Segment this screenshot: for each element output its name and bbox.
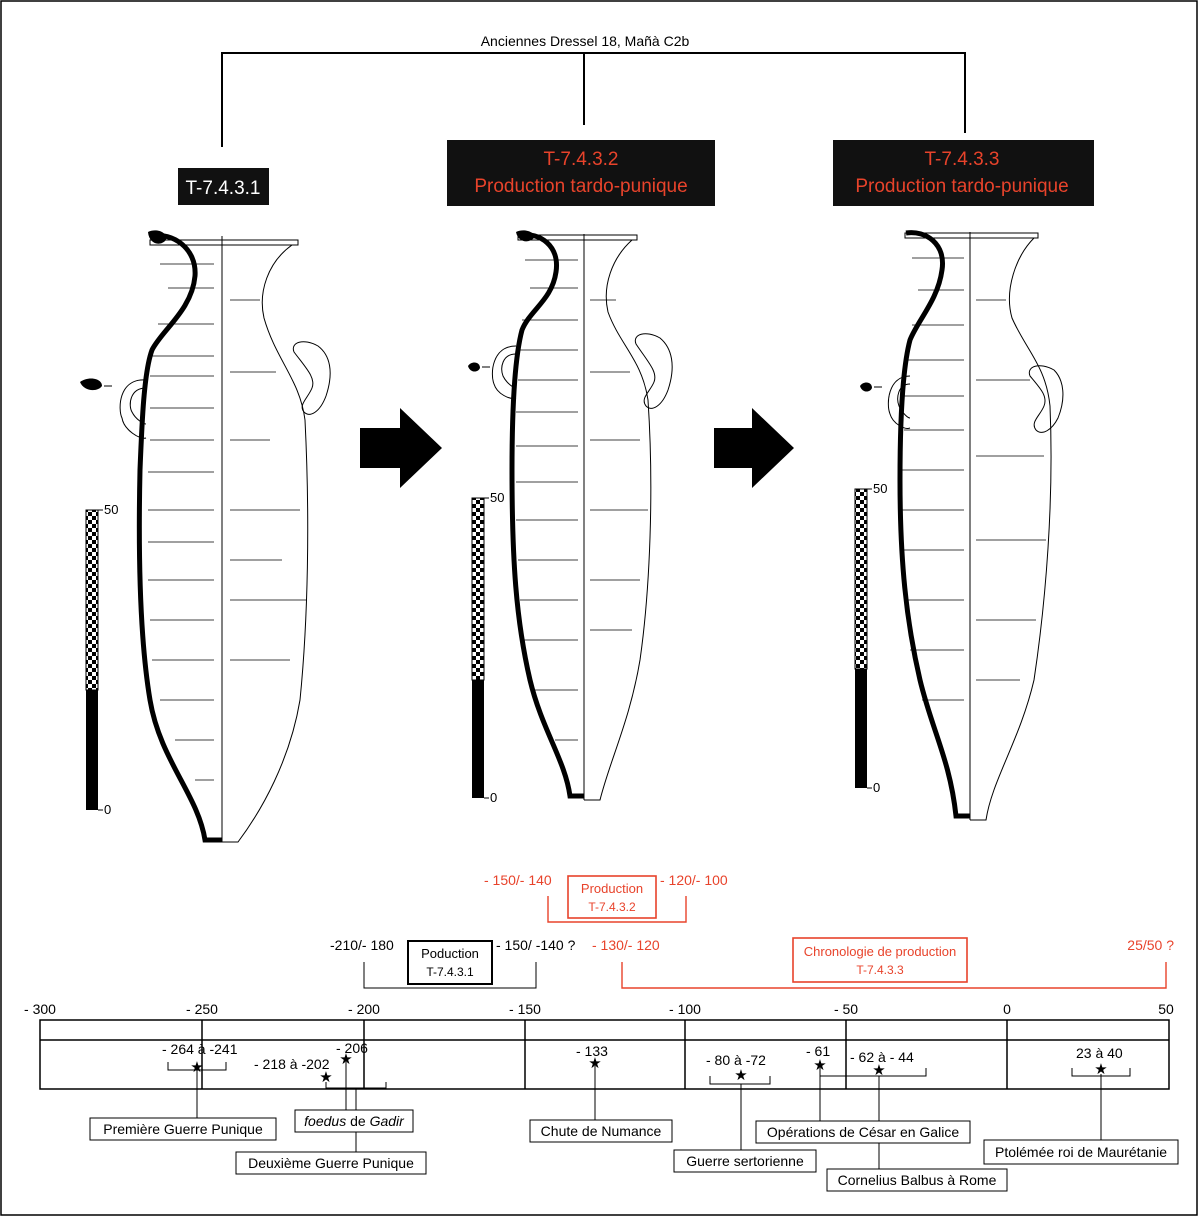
timeline: - 300 - 250 - 200 - 150 - 100 - 50 0 50	[24, 1001, 1174, 1090]
event-label-cornelius-balbus: Cornelius Balbus à Rome	[838, 1172, 997, 1188]
tick-label: 0	[1003, 1001, 1011, 1017]
event-date: - 206	[336, 1040, 368, 1056]
events: - 264 à -241 ★ - 218 à -202 ★ - 206 ★ - …	[162, 1040, 1131, 1170]
event-label-guerre-sertorienne: Guerre sertorienne	[686, 1153, 804, 1169]
group-bracket	[221, 52, 966, 147]
tick-label: - 200	[348, 1001, 380, 1017]
scale-bar-1: 50 0	[85, 502, 118, 817]
event-label-deuxieme-guerre-punique: Deuxième Guerre Punique	[248, 1155, 414, 1171]
production-t1-label2: T-7.4.3.1	[426, 965, 474, 979]
production-t1-end: - 150/ -140 ?	[496, 937, 576, 953]
scale-3-bottom: 0	[873, 780, 880, 795]
event-date: - 61	[806, 1043, 830, 1059]
tick-label: - 300	[24, 1001, 56, 1017]
event-label-operations-cesar: Opérations de César en Galice	[767, 1124, 959, 1140]
type-label-1: T-7.4.3.1	[178, 168, 269, 205]
type-code-3: T-7.4.3.3	[925, 149, 1000, 170]
event-date: - 218 à -202	[254, 1056, 330, 1072]
scale-1-top: 50	[104, 502, 118, 517]
star-icon: ★	[190, 1059, 203, 1076]
arrow-right-icon	[360, 408, 442, 488]
production-t1-label1: Poduction	[421, 946, 479, 961]
tick-label: - 150	[509, 1001, 541, 1017]
event-label-premiere-guerre-punique: Première Guerre Punique	[103, 1121, 263, 1137]
production-t3-label2: T-7.4.3.3	[856, 963, 904, 977]
star-icon: ★	[1094, 1061, 1107, 1078]
production-t1: -210/- 180 - 150/ -140 ? Poduction T-7.4…	[330, 937, 576, 989]
type-label-2: T-7.4.3.2 Production tardo-punique	[447, 140, 715, 206]
star-icon: ★	[872, 1062, 885, 1079]
production-t2-label2: T-7.4.3.2	[588, 900, 636, 914]
production-t3-start: - 130/- 120	[592, 937, 660, 953]
star-icon: ★	[813, 1057, 826, 1074]
event-date: - 133	[576, 1043, 608, 1059]
group-label: Anciennes Dressel 18, Mañà C2b	[481, 33, 690, 49]
scale-3-top: 50	[873, 481, 887, 496]
production-t2-label1: Production	[581, 881, 643, 896]
production-t2: - 150/- 140 - 120/- 100 Production T-7.4…	[484, 872, 728, 923]
event-label-foedus-gadir: foedus de Gadir	[304, 1113, 405, 1129]
star-icon: ★	[588, 1055, 601, 1072]
event-label-chute-de-numance: Chute de Numance	[541, 1123, 662, 1139]
production-t2-start: - 150/- 140	[484, 872, 552, 888]
amphora-2-drawing	[468, 230, 673, 801]
star-icon: ★	[319, 1069, 332, 1086]
production-t3-label1: Chronologie de production	[804, 944, 957, 959]
type-code-2: T-7.4.3.2	[544, 149, 619, 170]
star-icon: ★	[339, 1051, 352, 1068]
production-t2-end: - 120/- 100	[660, 872, 728, 888]
type-code-1: T-7.4.3.1	[186, 178, 261, 199]
scale-bar-3: 50 0	[854, 481, 887, 795]
type-subtitle-3: Production tardo-punique	[855, 176, 1068, 197]
event-date: - 62 à - 44	[850, 1049, 914, 1065]
type-subtitle-2: Production tardo-punique	[474, 176, 687, 197]
production-t3-end: 25/50 ?	[1127, 937, 1174, 953]
production-t1-start: -210/- 180	[330, 937, 394, 953]
scale-2-top: 50	[490, 490, 504, 505]
scale-1-bottom: 0	[104, 802, 111, 817]
tick-label: - 50	[834, 1001, 858, 1017]
event-date: 23 à 40	[1076, 1045, 1123, 1061]
event-date: - 80 à -72	[706, 1052, 766, 1068]
arrow-right-icon	[714, 408, 794, 488]
scale-2-bottom: 0	[490, 790, 497, 805]
amphora-1-drawing	[80, 230, 331, 843]
tick-label: 50	[1158, 1001, 1174, 1017]
star-icon: ★	[734, 1067, 747, 1084]
tick-label: - 100	[669, 1001, 701, 1017]
event-labels: Première Guerre Punique foedus de Gadir …	[89, 1109, 1179, 1192]
event-label-ptolemee: Ptolémée roi de Maurétanie	[995, 1144, 1167, 1160]
scale-bar-2: 50 0	[471, 490, 504, 805]
amphora-3-drawing	[860, 230, 1064, 821]
tick-label: - 250	[186, 1001, 218, 1017]
event-date: - 264 à -241	[162, 1041, 238, 1057]
production-t3: - 130/- 120 25/50 ? Chronologie de produ…	[592, 937, 1174, 989]
type-label-3: T-7.4.3.3 Production tardo-punique	[833, 140, 1094, 206]
